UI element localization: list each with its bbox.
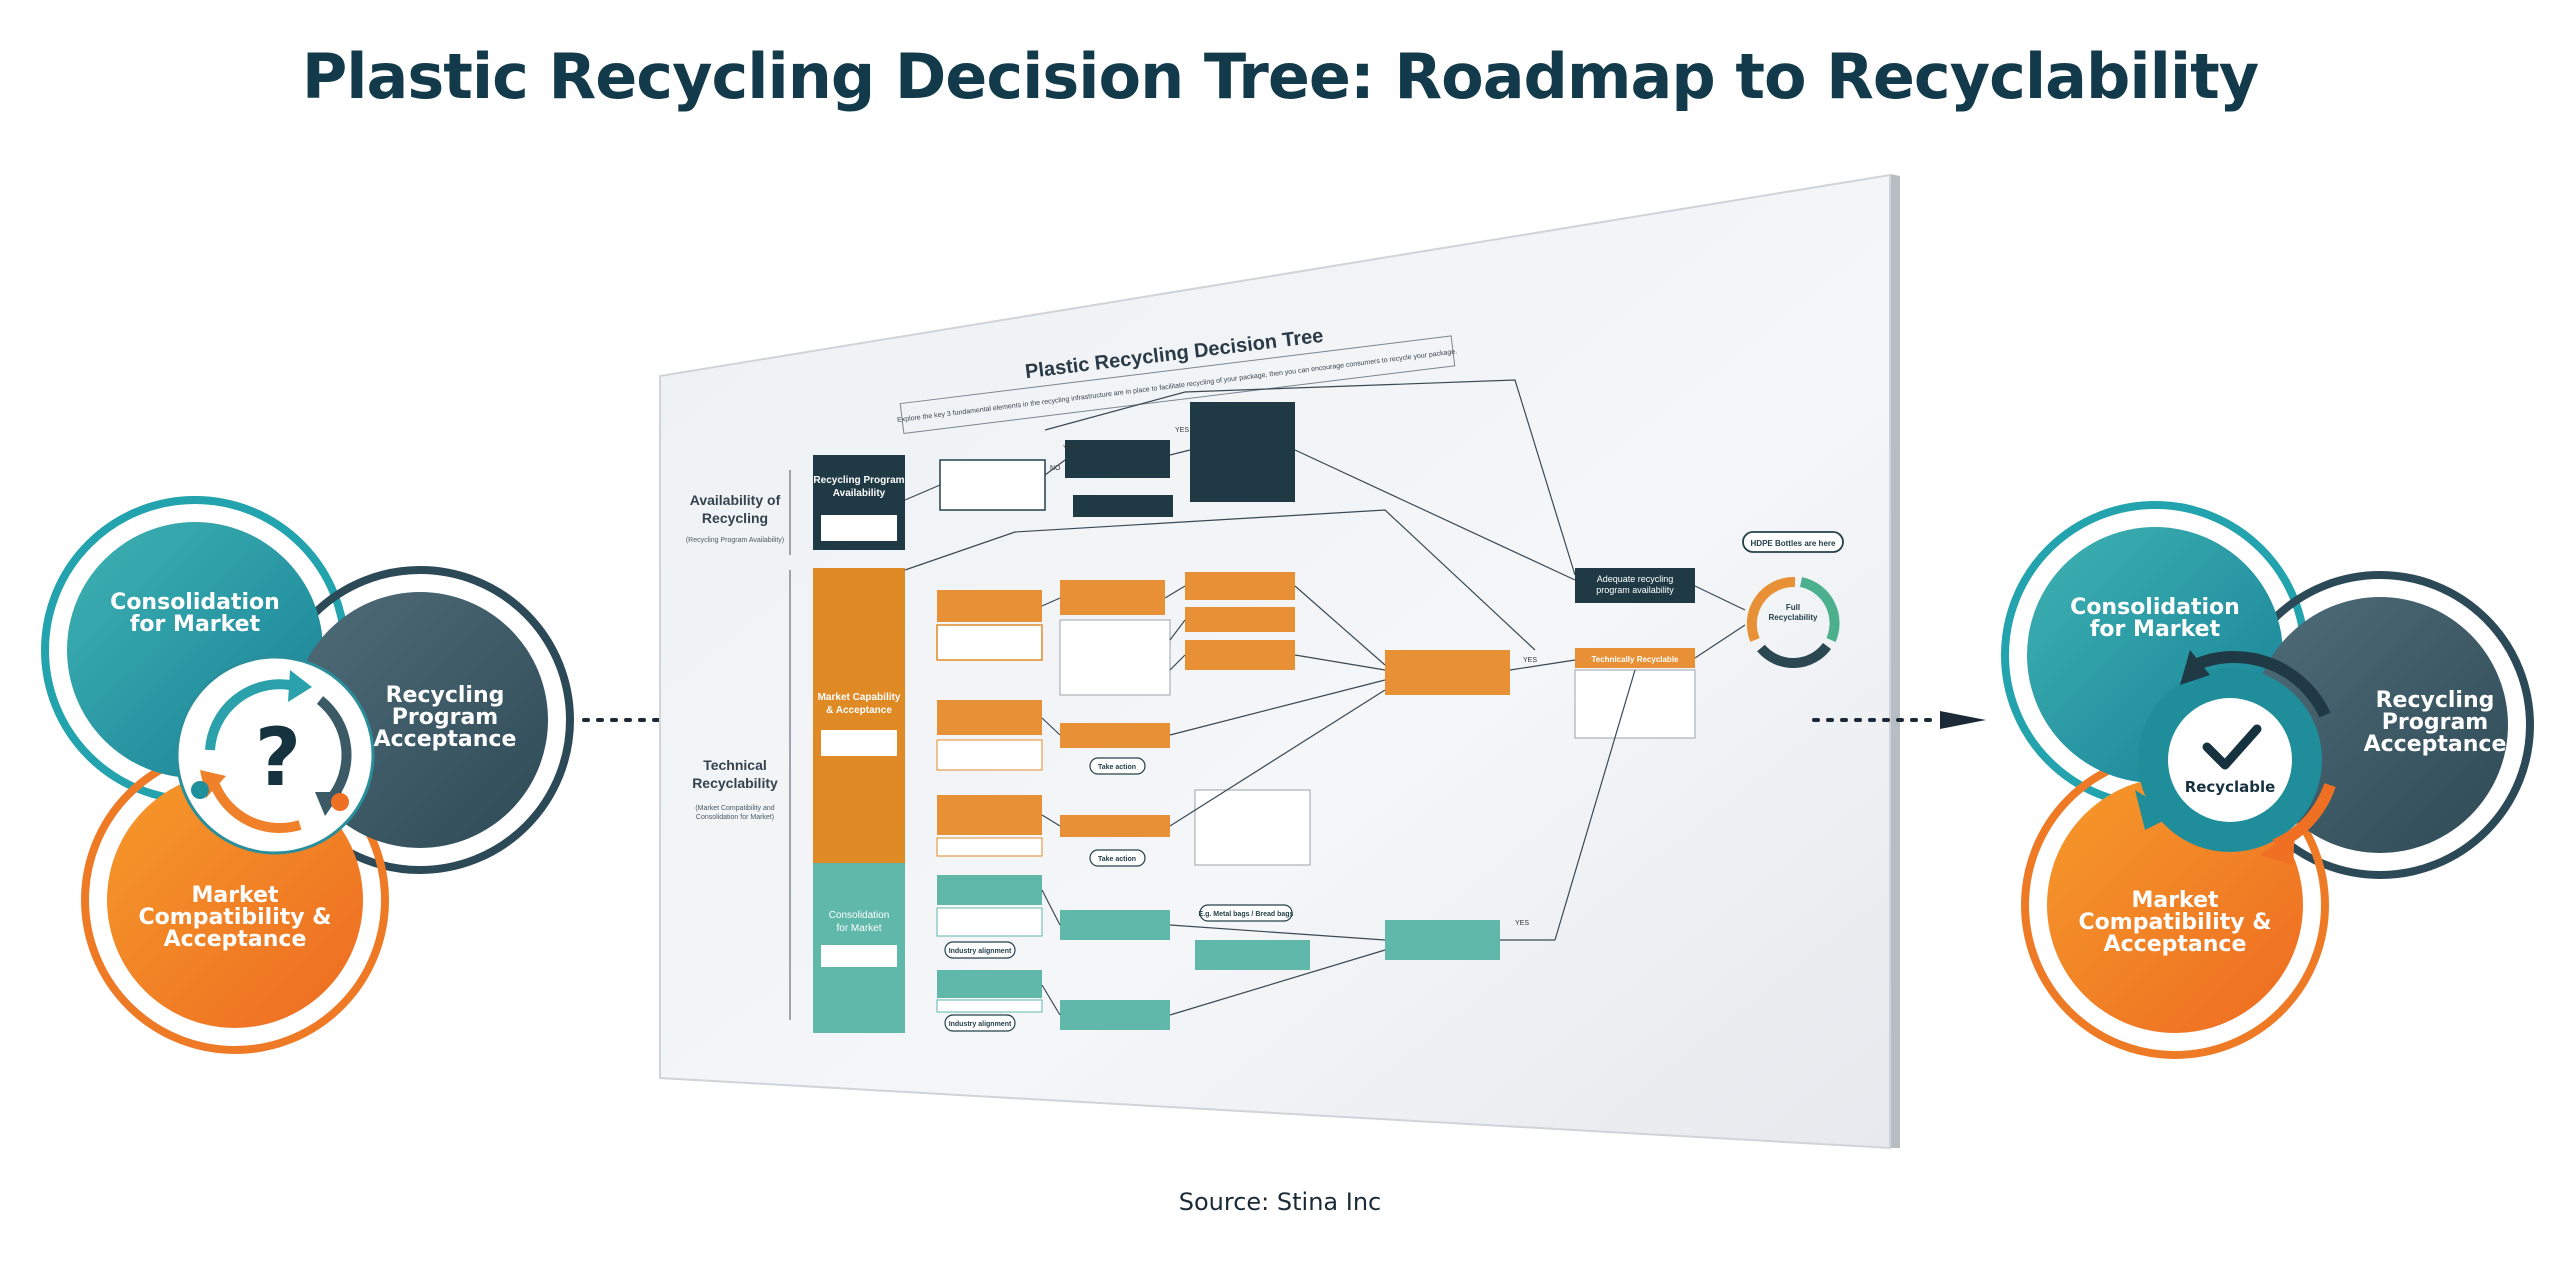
svg-text:Take action: Take action [1098, 856, 1136, 863]
board-edge [1890, 174, 1900, 1148]
right-dotted-arrow [1810, 705, 1990, 735]
right-label-market: Market Compatibility & Acceptance [2078, 888, 2272, 957]
svg-text:NO: NO [1050, 465, 1061, 472]
svg-text:YES: YES [1063, 445, 1077, 452]
source-note: Source: Stina Inc [1178, 1188, 1382, 1216]
check-icon [2202, 724, 2262, 770]
svg-text:Industry alignment: Industry alignment [949, 1021, 1012, 1028]
svg-text:YES: YES [1515, 920, 1529, 927]
cycle-arrow-slate [2192, 650, 2331, 718]
svg-text:YES: YES [1523, 657, 1537, 664]
svg-text:E.g. Metal bags / Bread bags: E.g. Metal bags / Bread bags [1199, 911, 1294, 918]
svg-text:Technically Recyclable: Technically Recyclable [1591, 655, 1679, 664]
cycle-arrow-slate [316, 696, 352, 804]
left-venn-diagram: ? Consolidation for Market Recycling Pro… [20, 480, 580, 1060]
right-label-recycling: Recycling Program Acceptance [2363, 688, 2507, 757]
cycle-arrow-orange [210, 782, 302, 834]
right-venn-diagram: Recyclable Consolidation for Market Recy… [1975, 485, 2540, 1065]
left-label-consolidation: Consolidation for Market [110, 590, 280, 637]
question-mark: ? [255, 711, 301, 804]
svg-text:Industry alignment: Industry alignment [949, 948, 1012, 955]
svg-text:Market Capability& Acceptance: Market Capability& Acceptance [818, 692, 901, 716]
svg-text:HDPE Bottles are here: HDPE Bottles are here [1751, 539, 1836, 548]
box-market-capability [813, 568, 905, 863]
svg-text:(Recycling Program Availabilit: (Recycling Program Availability) [686, 537, 784, 544]
cycle-arrow-teal [205, 679, 291, 751]
box-technically-recyclable [1575, 648, 1695, 668]
page-title: Plastic Recycling Decision Tree: Roadmap… [301, 40, 2259, 113]
box-adequate-recycling [1575, 568, 1695, 603]
left-label-market: Market Compatibility & Acceptance [138, 883, 332, 952]
right-label-consolidation: Consolidation for Market [2070, 595, 2240, 642]
svg-text:Take action: Take action [1098, 764, 1136, 771]
recyclable-label: Recyclable [2185, 778, 2276, 796]
left-label-recycling: Recycling Program Acceptance [373, 683, 517, 752]
svg-text:YES: YES [1175, 427, 1189, 434]
decision-tree-board: Plastic Recycling Decision Tree Explore … [655, 170, 1905, 1160]
